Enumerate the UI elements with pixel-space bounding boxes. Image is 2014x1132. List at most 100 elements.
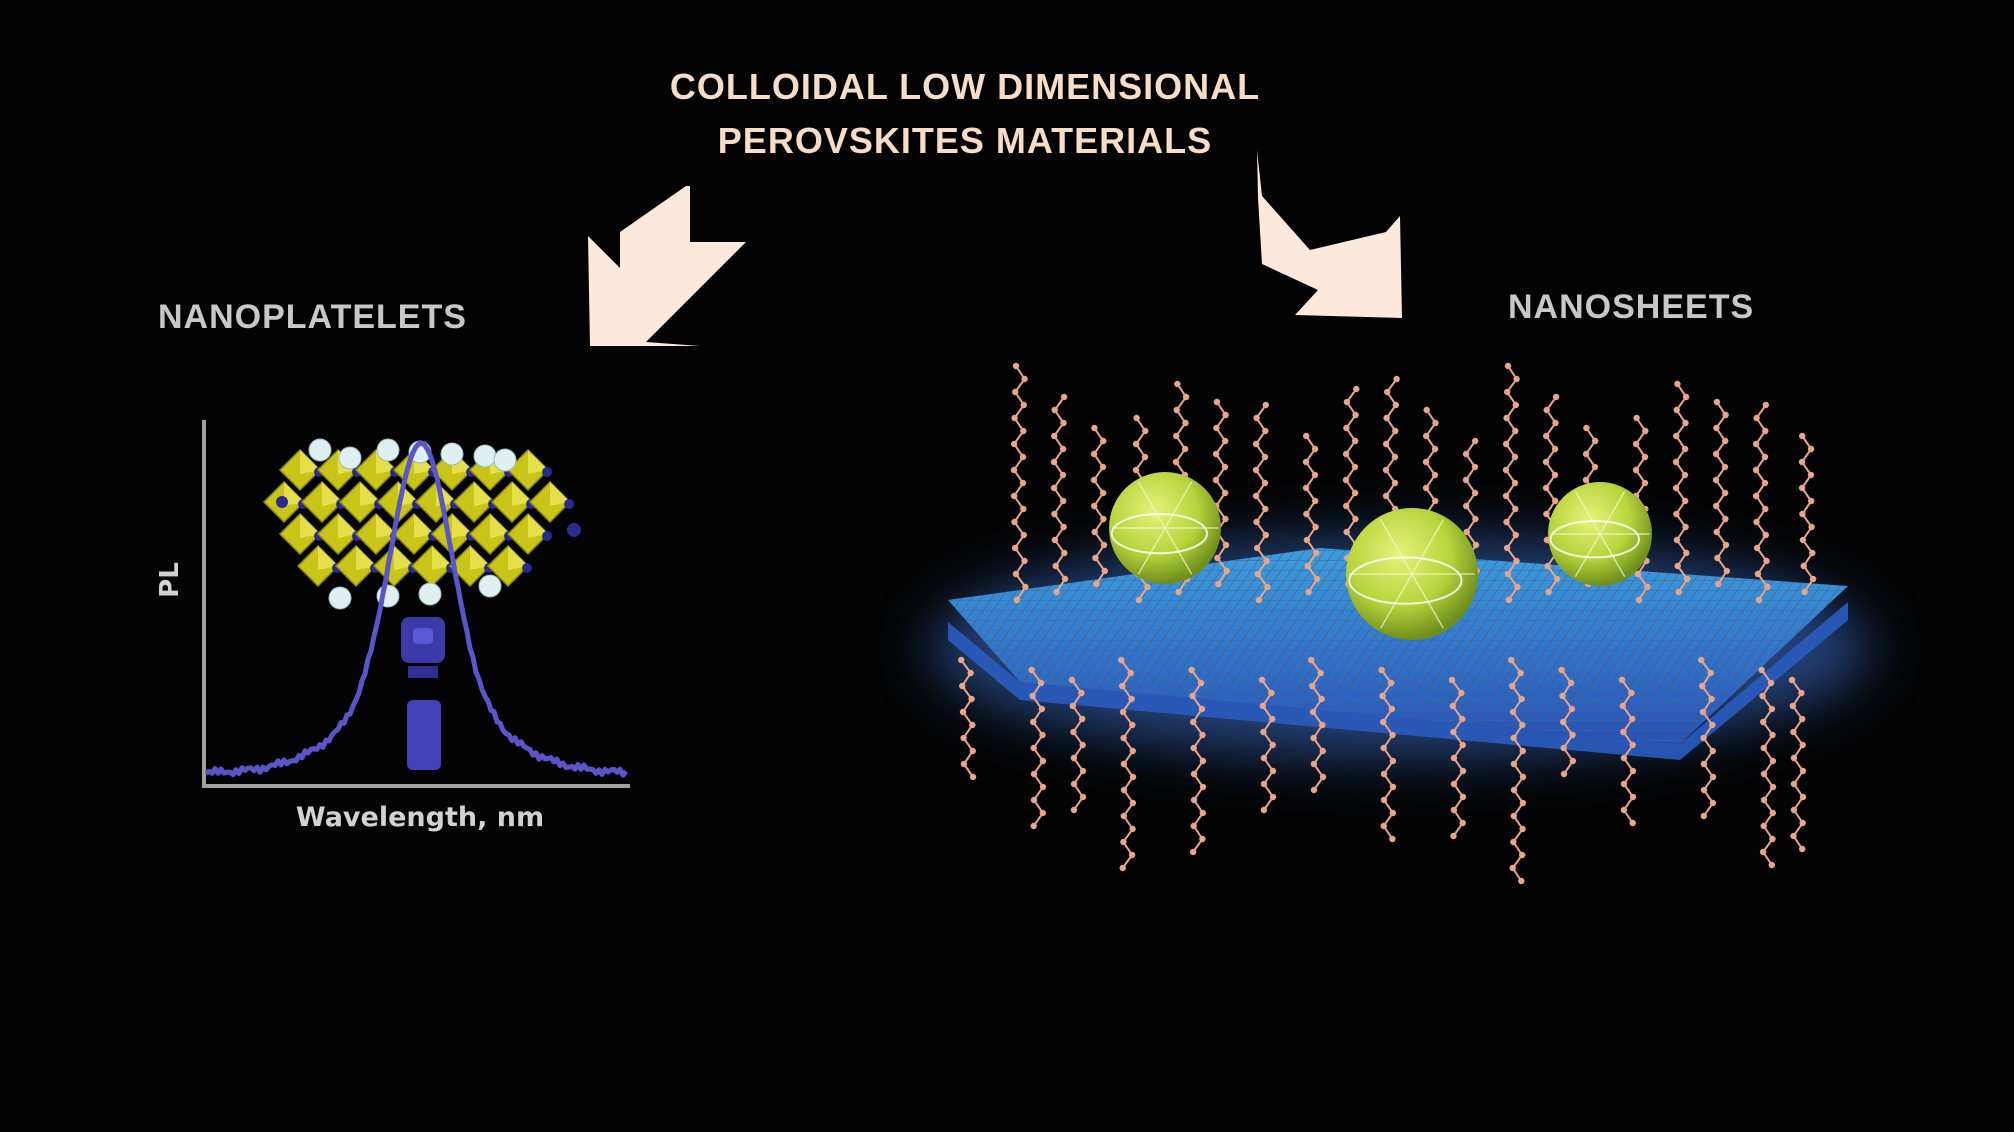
ligand-atom (1119, 708, 1127, 716)
ligand-atom (1799, 741, 1806, 749)
ligand-atom (1010, 440, 1018, 448)
ligand-atom (1798, 484, 1806, 492)
ligand-atom (1707, 669, 1714, 677)
vial-icon (401, 617, 445, 770)
ligand-atom (1683, 549, 1690, 557)
ligand-atom (1503, 518, 1510, 526)
ligand-atom (1462, 450, 1470, 458)
ligand-atom (1699, 682, 1706, 690)
ligand-atom (1502, 466, 1510, 474)
ligand-atom (1641, 479, 1649, 487)
ligand-atom (1129, 773, 1137, 781)
ligand-atom (1519, 773, 1527, 781)
ligand-atom (1790, 728, 1797, 736)
ligand-atom (1254, 570, 1262, 578)
ligand-atom (1542, 484, 1550, 492)
ligand-atom (1129, 799, 1137, 807)
ligand-atom (1459, 793, 1467, 801)
ligand-atom (1119, 682, 1126, 690)
atom-white (478, 574, 502, 598)
ligand-atom (1309, 708, 1317, 716)
ligand-atom (1762, 427, 1769, 435)
ligand-atom (1512, 505, 1519, 513)
ligand-atom (1513, 375, 1520, 383)
ligand-atom (1799, 432, 1806, 440)
ligand-atom (1683, 575, 1691, 583)
ligand-atom (1197, 679, 1205, 687)
ligand-atom (1380, 718, 1387, 726)
ligand-atom (1618, 676, 1626, 684)
ligand-atom (1133, 414, 1140, 422)
ligand-atom (1754, 570, 1762, 578)
ligand-atom (1511, 453, 1519, 461)
ligand-atom (1519, 825, 1526, 833)
octahedron-face (376, 514, 396, 538)
ligand-atom (1120, 838, 1127, 846)
ligand-atom (1545, 588, 1552, 596)
ligand-atom (1632, 466, 1640, 474)
ligand-atom (1672, 458, 1680, 466)
ligand-atom (1698, 656, 1705, 664)
ligand-atom (1722, 541, 1730, 549)
ligand-atom (1099, 489, 1107, 497)
ligand-atom (1752, 440, 1760, 448)
ligand-atom (1022, 583, 1029, 591)
ligand-atom (1519, 721, 1526, 729)
ligand-atom (1629, 767, 1637, 775)
ligand-atom (1759, 692, 1766, 700)
ligand-atom (1038, 705, 1046, 713)
ligand-atom (1093, 580, 1100, 588)
ligand-atom (1629, 715, 1636, 723)
ligand-atom (1790, 780, 1798, 788)
ligand-atom (1582, 450, 1590, 458)
ligand-atom (1128, 695, 1135, 703)
ligand-atom (1030, 822, 1037, 830)
ligand-atom (1389, 757, 1397, 765)
ligand-atom (1512, 531, 1520, 539)
ligand-atom (1472, 541, 1480, 549)
ligand-atom (1471, 489, 1479, 497)
ligand-atom (1629, 819, 1636, 827)
ligand-atom (1129, 747, 1137, 755)
ligand-atom (1799, 793, 1807, 801)
ligand-atom (1633, 414, 1640, 422)
ligand-atom (1030, 796, 1038, 804)
ligand-atom (1458, 689, 1465, 697)
ligand-ring (1348, 556, 1463, 605)
facet-edge (1379, 519, 1413, 575)
ligand-atom (1432, 419, 1439, 427)
x-axis-label: Wavelength, nm (296, 802, 544, 833)
octahedron-face (300, 450, 320, 474)
ligand-atom (1213, 424, 1220, 432)
ligand-atom (1619, 702, 1627, 710)
ligand-atom (1011, 518, 1018, 526)
ligand-atom (1060, 497, 1067, 505)
ligand-atom (1302, 484, 1310, 492)
ligand-atom (1761, 453, 1769, 461)
ligand-atom (1199, 731, 1206, 739)
ligand-atom (1448, 676, 1456, 684)
ligand-atom (1343, 528, 1350, 536)
ligand-atom (1255, 596, 1263, 604)
ligand-atom (1061, 549, 1068, 557)
ligand-atom (1582, 476, 1590, 484)
octahedron-face (356, 546, 376, 570)
facet-edge (1380, 573, 1413, 629)
ligand-atom (1352, 411, 1359, 419)
ligand-atom (1762, 531, 1770, 539)
ligand-atom (1252, 466, 1260, 474)
ligand-chain-top (1052, 396, 1067, 593)
ligand-atom (1450, 806, 1458, 814)
ligand-atom (1051, 536, 1059, 544)
ligand-atom (1510, 786, 1518, 794)
ligand-atom (1223, 567, 1231, 575)
ligand-atom (968, 695, 975, 703)
ligand-atom (1392, 401, 1400, 409)
ligand-atom (1387, 679, 1395, 687)
ligand-atom (1809, 575, 1817, 583)
ligand-atom (1059, 445, 1067, 453)
ligand-atom (1798, 458, 1806, 466)
ligand-atom (1182, 419, 1189, 427)
ligand-atom (1260, 806, 1268, 814)
ligand-atom (1070, 728, 1077, 736)
